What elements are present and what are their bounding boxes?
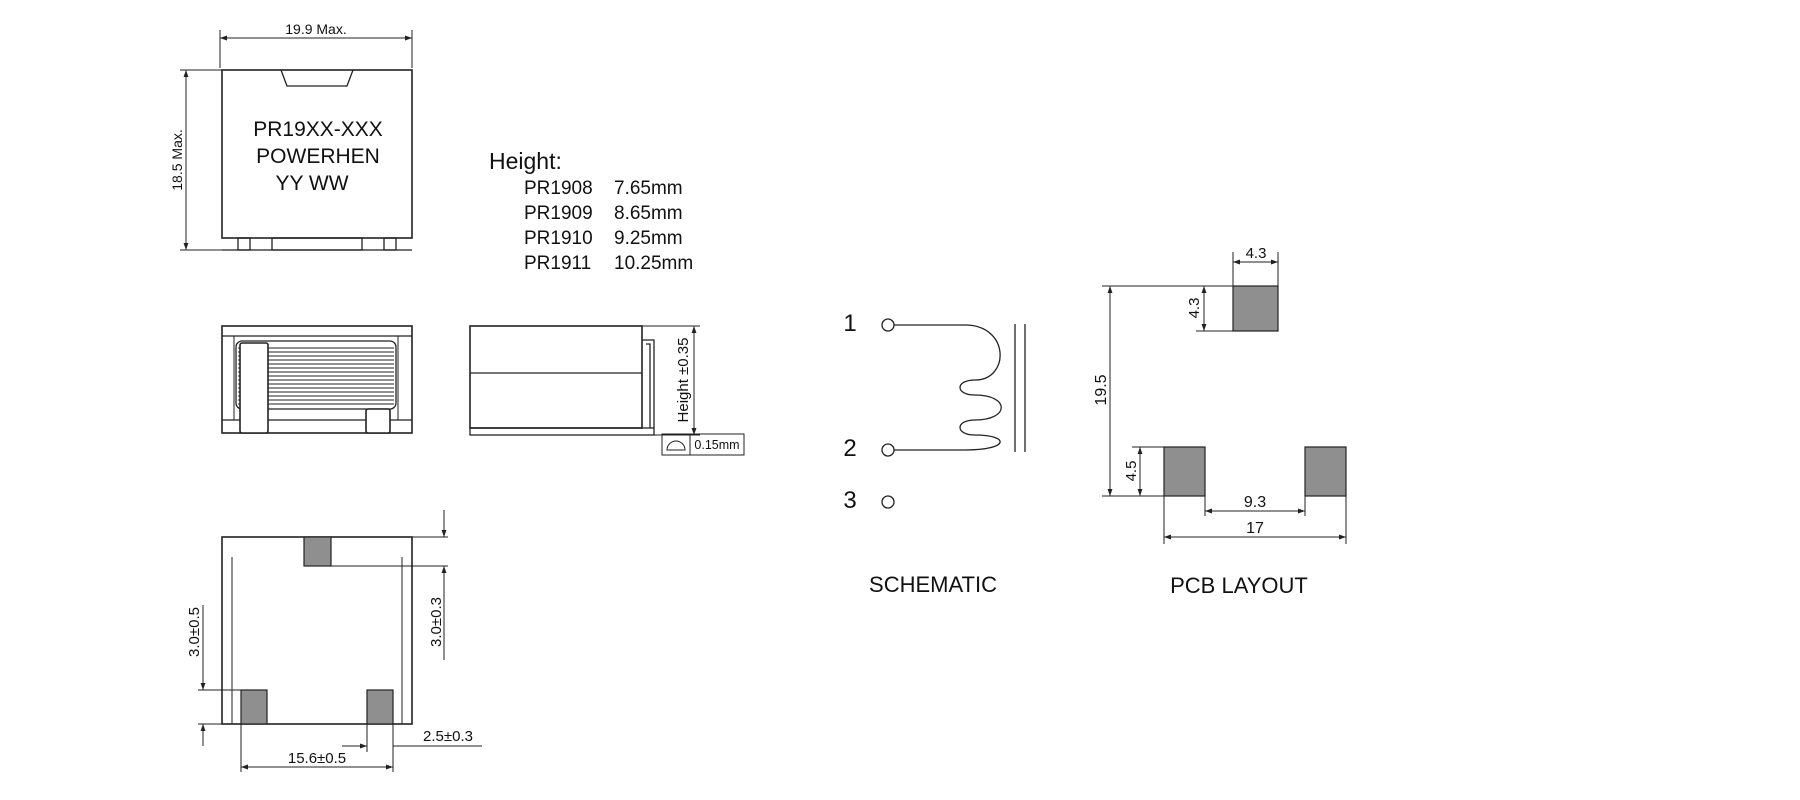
bottom-view: 3.0±0.3 3.0±0.5 15.6±0.5 2.5±0.3: [186, 510, 482, 772]
pin-3-terminal: [881, 495, 895, 509]
height-table-title: Height:: [489, 148, 562, 174]
bottom-pad-1: [240, 689, 268, 725]
pcb-pad-right: [1304, 446, 1347, 497]
pcb-pad-height-label: 4.5: [1123, 461, 1140, 482]
component-body-side: [469, 325, 643, 429]
pin-1-terminal: [881, 318, 895, 332]
marking-line-2: POWERHEN: [256, 145, 380, 168]
marking-line-3: YY WW: [275, 172, 348, 195]
schematic: 1 2 3 SCHEMATIC: [843, 310, 1026, 597]
pin-2-label: 2: [843, 435, 856, 462]
pcb-pad-top: [1232, 285, 1279, 332]
bottom-right-dim-label: 3.0±0.3: [428, 597, 445, 647]
side-height-label: Height ±0.35: [675, 338, 692, 423]
pcb-layout-caption: PCB LAYOUT: [1170, 573, 1308, 598]
pad-dim-label: 2.5±0.3: [423, 728, 473, 745]
base-plate: [469, 427, 655, 436]
height-row-part: PR1908: [524, 178, 593, 199]
pcb-pad-left: [1163, 446, 1206, 497]
height-row-part: PR1911: [524, 253, 591, 274]
bottom-left-dim-label: 3.0±0.5: [186, 607, 203, 657]
height-row-value: 9.25mm: [614, 228, 683, 249]
pin-2-terminal: [881, 443, 895, 457]
pcb-inner-span-label: 9.3: [1244, 494, 1266, 511]
bottom-pad-2: [366, 689, 394, 725]
bottom-width-dim-label: 15.6±0.5: [288, 750, 346, 767]
height-row-part: PR1909: [524, 203, 593, 224]
pcb-top-width-label: 4.3: [1246, 245, 1267, 262]
front-view: [221, 325, 413, 434]
marking-line-1: PR19XX-XXX: [253, 118, 383, 141]
schematic-caption: SCHEMATIC: [869, 572, 997, 597]
polarity-notch: [280, 69, 354, 87]
height-table: Height: PR1908 7.65mm PR1909 8.65mm PR19…: [489, 148, 693, 274]
winding: [235, 340, 397, 434]
coplanarity-label: 0.15mm: [694, 438, 739, 452]
pcb-total-height-label: 19.5: [1093, 374, 1110, 405]
top-view: 19.9 Max. 18.5 Max. PR19XX-XXX POWERHEN …: [169, 21, 413, 251]
pin-1-label: 1: [843, 310, 856, 337]
height-row-value: 8.65mm: [614, 203, 683, 224]
pcb-top-height-label: 4.3: [1186, 298, 1203, 319]
height-row-value: 10.25mm: [614, 253, 693, 274]
pcb-total-width-label: 17: [1246, 520, 1264, 537]
inductor-coil: [894, 324, 1002, 451]
width-dimension-label: 19.9 Max.: [285, 21, 346, 37]
pcb-layout: 4.3 4.3 19.5 4.5 9.3 17 PCB LAYOUT: [1093, 245, 1347, 598]
height-row-value: 7.65mm: [614, 178, 683, 199]
height-row-part: PR1910: [524, 228, 593, 249]
bottom-pad-3: [303, 536, 332, 567]
coplanarity-box: [661, 433, 745, 456]
height-dimension-label: 18.5 Max.: [169, 129, 185, 190]
pin-3-label: 3: [843, 487, 856, 514]
side-view: Height ±0.35 0.15mm: [469, 325, 745, 456]
